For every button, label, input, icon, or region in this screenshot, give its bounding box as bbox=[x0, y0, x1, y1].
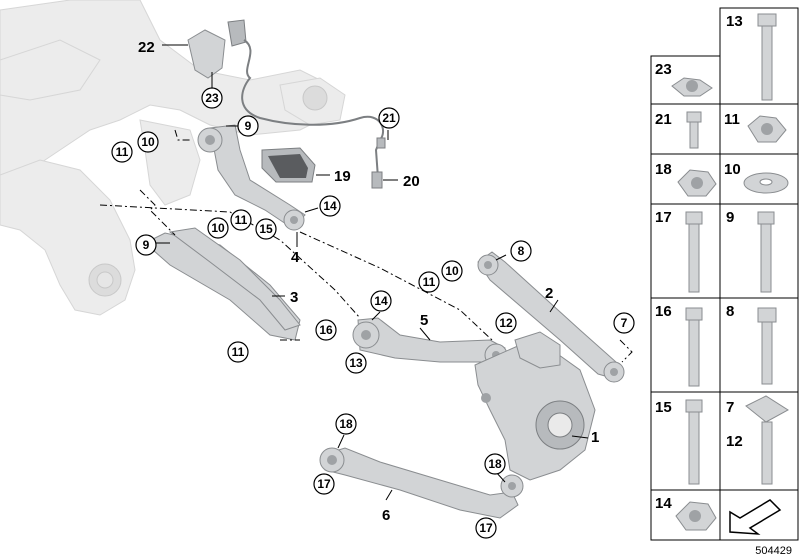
svg-text:10: 10 bbox=[211, 221, 225, 235]
callout-19: 19 bbox=[334, 168, 351, 185]
callout-1: 1 bbox=[591, 429, 599, 446]
panel-18: 18 bbox=[655, 161, 672, 178]
fastener-18-nut bbox=[677, 169, 717, 197]
fastener-11-nut bbox=[747, 115, 787, 143]
svg-text:12: 12 bbox=[499, 316, 513, 330]
fastener-9-bolt bbox=[757, 211, 775, 293]
svg-text:14: 14 bbox=[374, 294, 388, 308]
callout-12: 12 bbox=[495, 312, 517, 334]
callout-8: 8 bbox=[510, 240, 532, 262]
sensor-cable bbox=[241, 39, 386, 189]
panel-13: 13 bbox=[726, 13, 743, 30]
panel-8: 8 bbox=[726, 303, 734, 320]
svg-text:11: 11 bbox=[423, 275, 436, 289]
panel-10: 10 bbox=[724, 161, 741, 178]
panel-11: 11 bbox=[724, 111, 740, 128]
callout-3: 3 bbox=[290, 289, 298, 306]
panel-12: 12 bbox=[726, 433, 743, 450]
callout-20: 20 bbox=[403, 173, 420, 190]
callout-10-top: 10 bbox=[137, 131, 159, 153]
callout-9-top: 9 bbox=[237, 115, 259, 137]
control-arm-2 bbox=[477, 251, 625, 383]
fastener-8-bolt bbox=[757, 307, 777, 385]
panel-16: 16 bbox=[655, 303, 672, 320]
callout-13: 13 bbox=[345, 352, 367, 374]
fastener-13-bolt bbox=[757, 13, 777, 101]
svg-text:15: 15 bbox=[259, 222, 273, 236]
callout-5: 5 bbox=[420, 312, 428, 329]
svg-text:10: 10 bbox=[445, 264, 459, 278]
control-arm-6 bbox=[319, 447, 524, 519]
svg-text:23: 23 bbox=[205, 91, 219, 105]
callout-17-right: 17 bbox=[475, 517, 497, 539]
fastener-23-nut bbox=[671, 77, 713, 97]
callout-23: 23 bbox=[201, 87, 223, 109]
panel-15: 15 bbox=[655, 399, 672, 416]
wheel-carrier bbox=[474, 331, 596, 481]
callout-22: 22 bbox=[138, 39, 155, 56]
callout-11-left: 11 bbox=[227, 341, 249, 363]
callout-6: 6 bbox=[382, 507, 390, 524]
callout-16: 16 bbox=[315, 319, 337, 341]
callout-4: 4 bbox=[291, 249, 300, 266]
fastener-panel: 13 23 21 11 18 10 17 9 16 8 15 7 12 14 bbox=[650, 7, 799, 541]
panel-17: 17 bbox=[655, 209, 672, 226]
callout-18-right: 18 bbox=[484, 453, 506, 475]
svg-text:11: 11 bbox=[232, 345, 245, 359]
callout-14-mid: 14 bbox=[370, 290, 392, 312]
callout-7: 7 bbox=[613, 312, 635, 334]
svg-text:16: 16 bbox=[319, 323, 333, 337]
svg-text:11: 11 bbox=[116, 145, 129, 159]
sensor-bracket bbox=[187, 19, 247, 79]
callout-9-left: 9 bbox=[135, 234, 157, 256]
callouts-plain: 22 19 20 4 3 2 5 1 6 bbox=[138, 39, 599, 524]
fastener-10-washer bbox=[743, 172, 789, 194]
callouts-circled: 23 21 9 10 11 14 15 11 10 9 16 11 8 10 1… bbox=[111, 87, 635, 539]
svg-text:18: 18 bbox=[339, 417, 353, 431]
fastener-15-bolt bbox=[685, 399, 703, 485]
control-arm-3 bbox=[144, 227, 301, 341]
panel-14: 14 bbox=[655, 495, 672, 512]
callout-10-right: 10 bbox=[441, 260, 463, 282]
svg-text:11: 11 bbox=[235, 213, 248, 227]
callout-14-top: 14 bbox=[319, 195, 341, 217]
svg-text:13: 13 bbox=[349, 356, 363, 370]
fastener-21-bolt bbox=[686, 111, 702, 149]
svg-text:14: 14 bbox=[323, 199, 337, 213]
upper-control-arm bbox=[197, 124, 306, 231]
callout-15: 15 bbox=[255, 218, 277, 240]
arrow-icon bbox=[729, 499, 782, 535]
panel-21: 21 bbox=[655, 111, 672, 128]
svg-text:17: 17 bbox=[479, 521, 493, 535]
fastener-16-bolt bbox=[685, 307, 703, 387]
panel-7: 7 bbox=[726, 399, 734, 416]
svg-text:17: 17 bbox=[317, 477, 331, 491]
callout-21: 21 bbox=[378, 107, 400, 129]
svg-text:9: 9 bbox=[245, 119, 252, 133]
svg-text:9: 9 bbox=[143, 238, 150, 252]
panel-9: 9 bbox=[726, 209, 734, 226]
protective-cover bbox=[261, 147, 316, 183]
svg-text:7: 7 bbox=[621, 316, 628, 330]
callout-18-left: 18 bbox=[335, 413, 357, 435]
callout-11-right: 11 bbox=[418, 271, 440, 293]
diagram-id: 504429 bbox=[755, 545, 792, 557]
fastener-14-nut bbox=[675, 501, 717, 531]
fastener-17-bolt bbox=[685, 211, 703, 293]
svg-text:8: 8 bbox=[518, 244, 525, 258]
callout-2: 2 bbox=[545, 285, 553, 302]
svg-text:10: 10 bbox=[141, 135, 155, 149]
callout-11-top: 11 bbox=[111, 141, 133, 163]
fastener-7-eccentric-bolt bbox=[745, 395, 789, 485]
svg-text:18: 18 bbox=[488, 457, 502, 471]
callout-10-mid: 10 bbox=[207, 217, 229, 239]
assembly-lines bbox=[99, 129, 633, 363]
callout-11-mid: 11 bbox=[230, 209, 252, 231]
control-arm-5 bbox=[352, 317, 508, 367]
callout-17-left: 17 bbox=[313, 473, 335, 495]
svg-text:21: 21 bbox=[382, 111, 396, 125]
panel-23: 23 bbox=[655, 61, 672, 78]
